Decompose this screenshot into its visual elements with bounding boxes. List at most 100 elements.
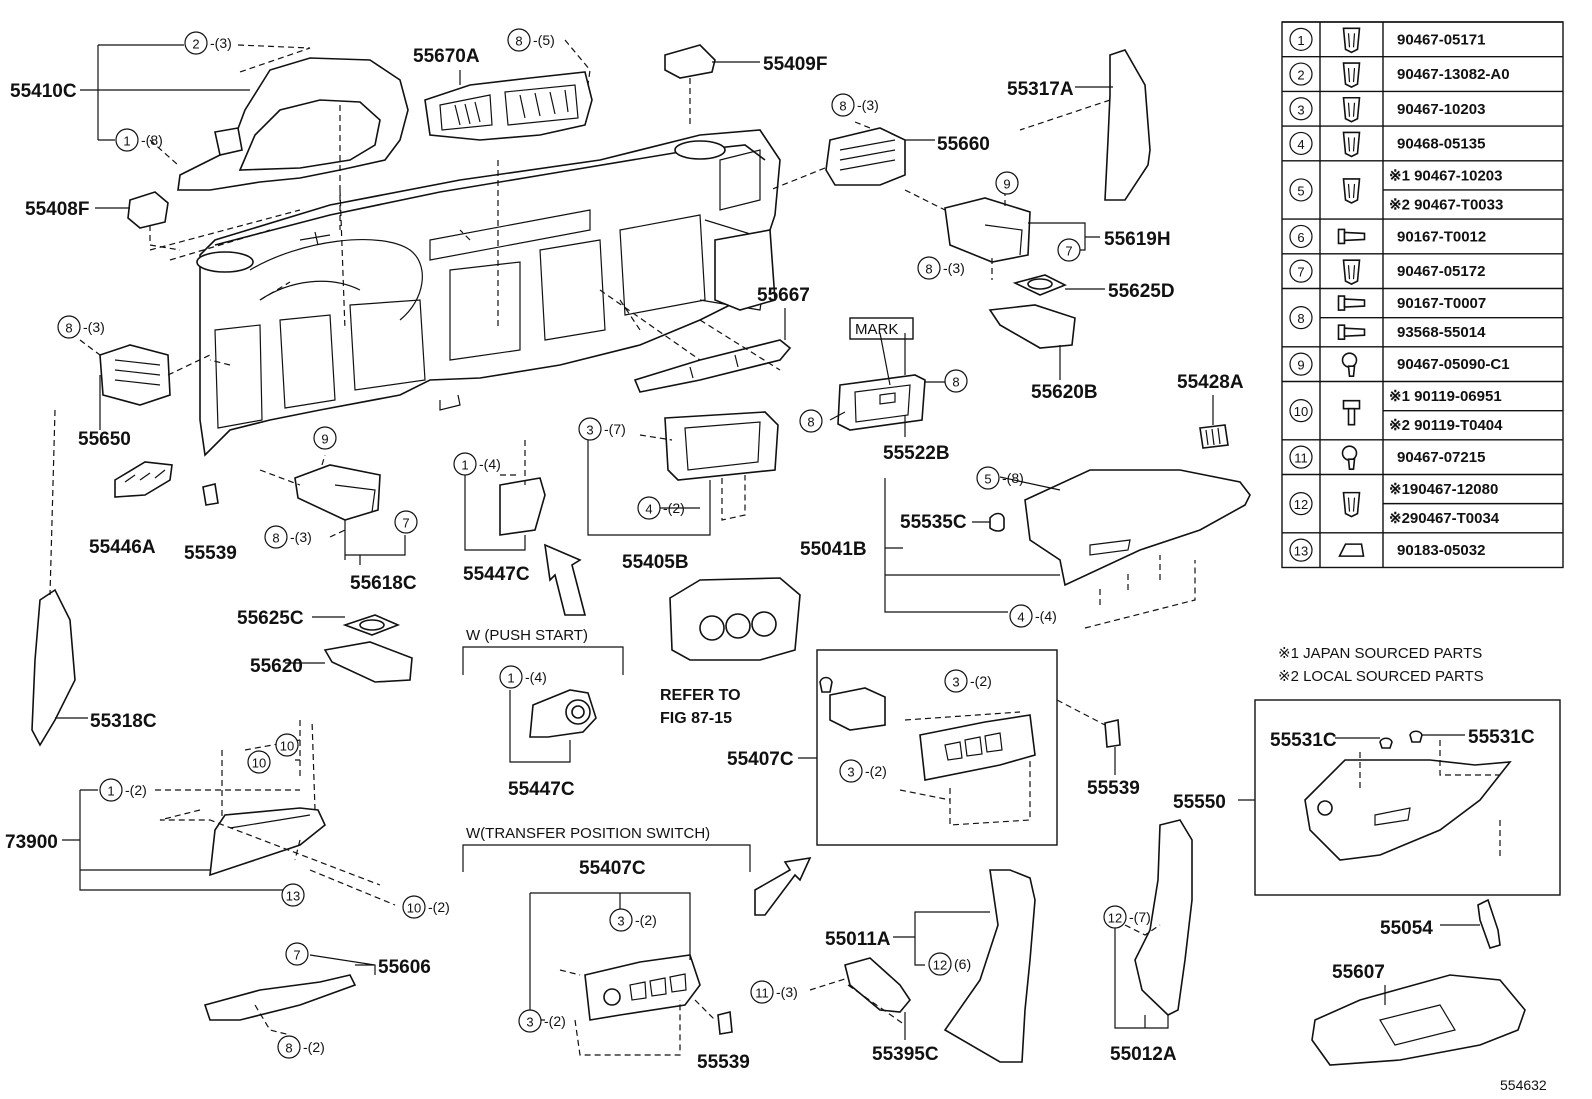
part-label-55407Ca: 55407C [727, 749, 794, 770]
callout-quantity: -(8) [1002, 470, 1024, 486]
callout-c-9-top: 9 [995, 171, 1019, 195]
callout-c-5-8: 5-(8) [976, 466, 1024, 490]
callout-c-1-2: 1-(2) [99, 778, 147, 802]
callout-circle [281, 883, 305, 907]
callout-circle [402, 895, 426, 919]
clip-icon [1342, 178, 1361, 204]
callout-circle [275, 733, 299, 757]
callout-circle [115, 128, 139, 152]
switch-base-55619H [944, 197, 1031, 263]
fastener-part-number: ※1 90467-10203 [1389, 167, 1503, 184]
part-label-55625C: 55625C [237, 608, 304, 629]
fastener-row: 10※1 90119-06951※2 90119-T0404 [1282, 380, 1563, 434]
switch-base-55618C [294, 464, 381, 521]
callout-number: 12 [1108, 911, 1122, 926]
screw-icon [1337, 295, 1346, 311]
cup-holder-55625D [1012, 274, 1067, 296]
callout-c-3-2-box-a: 3-(2) [944, 669, 992, 693]
callout-c-8-3-left: 8-(3) [57, 315, 105, 339]
fastener-number-circle [1289, 399, 1313, 423]
callout-number: 13 [286, 889, 300, 904]
callout-circle [799, 409, 823, 433]
part-label-55619H: 55619H [1104, 229, 1171, 250]
callout-c-3-2-box-b: 3-(2) [839, 759, 887, 783]
callout-c-8-mark-r: 8 [944, 369, 968, 393]
callout-circle [1057, 238, 1081, 262]
side-panel-55011A [943, 869, 1036, 1063]
callout-c-8-mark-l: 8 [799, 409, 823, 433]
callout-number: 8 [515, 34, 522, 49]
tps-label: W(TRANSFER POSITION SWITCH) [466, 825, 710, 842]
callout-circle [831, 93, 855, 117]
part-label-55428A: 55428A [1177, 372, 1244, 393]
fastener-part-number: 90467-07215 [1397, 449, 1485, 466]
callout-quantity: -(3) [857, 97, 879, 113]
side-panel-55012A [1134, 819, 1193, 1016]
fastener-number-circle [1289, 538, 1313, 562]
fastener-number-circle [1289, 97, 1313, 121]
part-label-55317A: 55317A [1007, 79, 1074, 100]
climate-control-unit [669, 577, 801, 661]
callout-quantity: -(8) [141, 132, 163, 148]
clip-icon [1342, 27, 1361, 54]
clip-icon [1342, 62, 1361, 88]
callout-c-10-2: 10-(2) [402, 895, 450, 919]
fastener-number-circle [1289, 27, 1313, 51]
glove-box-55550 [1254, 699, 1561, 896]
fastener-part-number: 90467-05171 [1397, 31, 1485, 48]
arrow-upper [544, 543, 587, 616]
fastener-part-number: 90467-05090-C1 [1397, 356, 1510, 373]
callout-c-2-3: 2-(3) [184, 31, 232, 55]
fastener-part-number: 90467-13082-A0 [1397, 66, 1510, 83]
callout-c-7-top: 7 [1057, 238, 1081, 262]
callout-number: 1 [107, 784, 114, 799]
part-label-55408F: 55408F [25, 199, 89, 220]
callout-number: 7 [1065, 244, 1072, 259]
callout-c-8-2: 8-(2) [277, 1035, 325, 1059]
callout-circle [1009, 604, 1033, 628]
part-label-55650: 55650 [78, 429, 131, 450]
callout-number: 10 [252, 756, 266, 771]
callout-number: 10 [407, 901, 421, 916]
refer-line-1: REFER TO [660, 687, 741, 704]
part-label-55395C: 55395C [872, 1044, 939, 1065]
callout-circle [184, 31, 208, 55]
callout-c-3-7: 3-(7) [578, 417, 626, 441]
fastener-number-circle [1289, 224, 1313, 249]
callout-c-7-mid: 7 [394, 510, 418, 534]
part-label-55607: 55607 [1332, 962, 1385, 983]
callout-circle [247, 750, 271, 774]
callout-quantity: -(2) [865, 763, 887, 779]
fastener-part-number: ※2 90467-T0033 [1389, 197, 1503, 214]
fastener-number-circle [1289, 259, 1313, 283]
callout-c-3-2-tps-b: 3-(2) [518, 1009, 566, 1033]
side-register-55660 [825, 127, 906, 186]
callout-circle [928, 952, 952, 976]
switch-panel-55446A [114, 461, 173, 498]
callout-number: 3 [952, 675, 959, 690]
fastener-part-number: 90183-05032 [1397, 542, 1485, 559]
part-label-55606: 55606 [378, 957, 431, 978]
callout-number: 8 [285, 1041, 292, 1056]
lower-panel-55041B [989, 469, 1251, 587]
part-label-55539b: 55539 [1087, 778, 1140, 799]
part-label-55531Cb: 55531C [1468, 727, 1535, 748]
callout-c-3-2-tps-a: 3-(2) [609, 908, 657, 932]
cup-holder-55625C [342, 614, 401, 636]
callout-number: 4 [645, 502, 652, 517]
callout-circle [285, 942, 309, 966]
callout-circle [944, 669, 968, 693]
callout-c-12-7: 12-(7) [1103, 905, 1151, 929]
callout-c-4-4: 4-(4) [1009, 604, 1057, 628]
part-label-55318C: 55318C [90, 711, 157, 732]
part-label-55522B: 55522B [883, 443, 950, 464]
callout-layer: 2-(3)1-(8)8-(5)8-(3)978-(3)8-(3)8898-(3)… [57, 28, 1151, 1059]
callout-quantity: -(3) [943, 260, 965, 276]
ashtray-55620B [988, 304, 1076, 349]
leader-lines [49, 39, 1501, 1056]
push-start-label: W (PUSH START) [466, 627, 588, 644]
